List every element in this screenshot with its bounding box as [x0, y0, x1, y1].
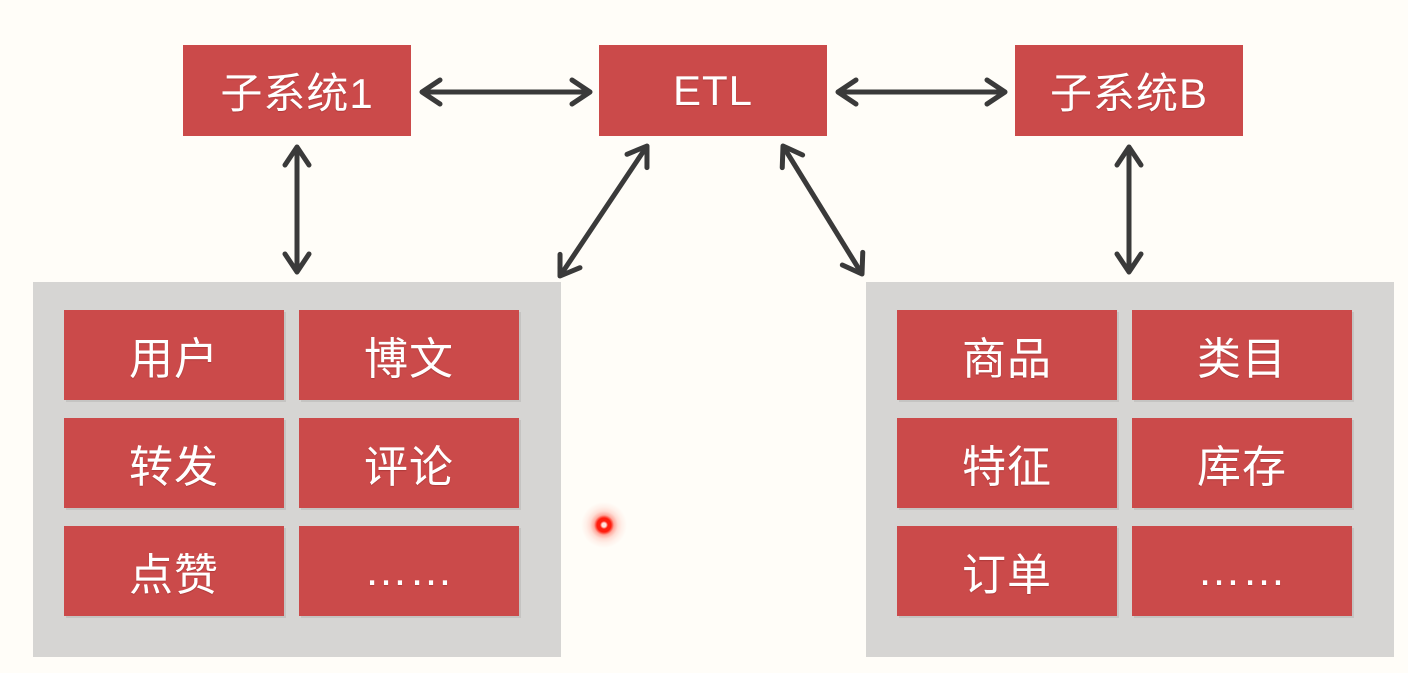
right-data-group: 商品 类目 特征 库存 订单 ……: [866, 282, 1394, 657]
data-item-ellipsis-left: ……: [299, 526, 519, 616]
data-item-orders: 订单: [897, 526, 1117, 616]
node-subsystem-1: 子系统1: [183, 45, 411, 136]
data-item-comments: 评论: [299, 418, 519, 508]
data-item-inventory: 库存: [1132, 418, 1352, 508]
data-item-users: 用户: [64, 310, 284, 400]
data-item-products: 商品: [897, 310, 1117, 400]
arrow-etl-leftgroup: [557, 143, 650, 279]
data-item-likes: 点赞: [64, 526, 284, 616]
node-etl: ETL: [599, 45, 827, 136]
data-item-reposts: 转发: [64, 418, 284, 508]
laser-pointer-dot: [580, 501, 628, 549]
node-subsystem-b: 子系统B: [1015, 45, 1243, 136]
data-item-categories: 类目: [1132, 310, 1352, 400]
arrow-etl-rightgroup: [779, 143, 866, 277]
data-item-ellipsis-right: ……: [1132, 526, 1352, 616]
left-data-group: 用户 博文 转发 评论 点赞 ……: [33, 282, 561, 657]
data-item-features: 特征: [897, 418, 1117, 508]
data-item-posts: 博文: [299, 310, 519, 400]
